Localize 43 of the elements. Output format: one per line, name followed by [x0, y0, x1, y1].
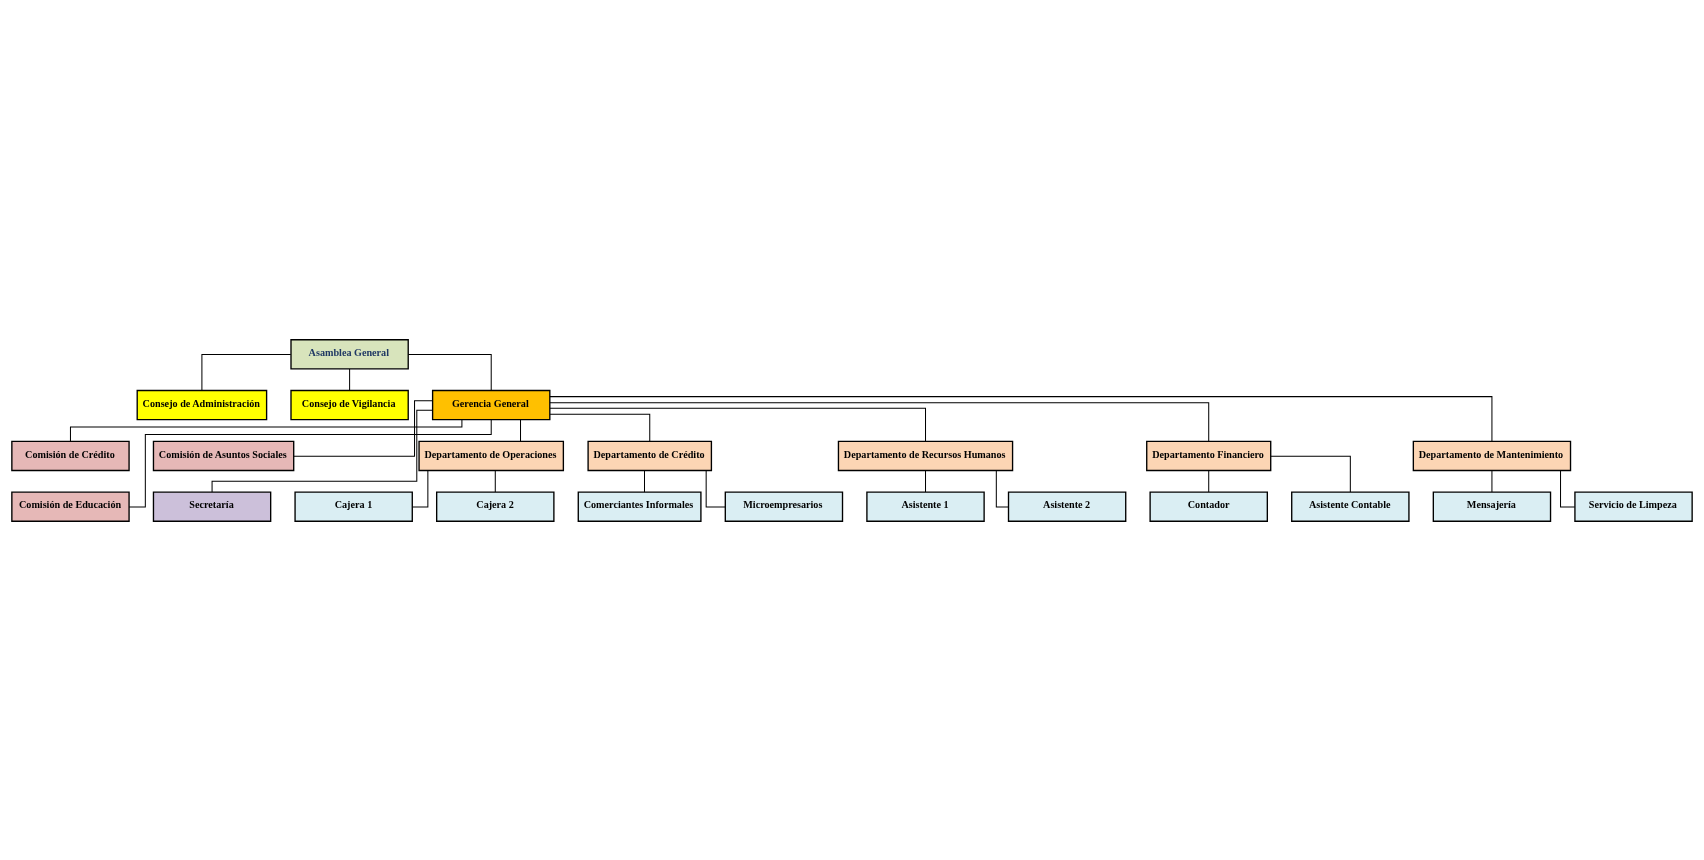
node-box: Departamento Financiero	[1146, 440, 1272, 471]
node-box: Cajera 2	[436, 491, 555, 522]
node-box: Servicio de Limpeza	[1574, 491, 1693, 522]
node-box: Cajera 1	[294, 491, 413, 522]
connector	[925, 469, 926, 493]
connector	[549, 413, 651, 442]
node-box: Comisión de Asuntos Sociales	[152, 440, 295, 471]
connector	[1270, 455, 1351, 493]
node-box: Contador	[1149, 491, 1268, 522]
connector	[201, 353, 292, 391]
node-box: Mensajería	[1432, 491, 1552, 522]
connector	[69, 418, 463, 442]
node-box: Comisión de Educación	[11, 491, 130, 522]
connector	[995, 469, 1009, 508]
node-box: Departamento de Mantenimiento	[1412, 440, 1572, 471]
connector	[128, 418, 492, 508]
node-box: Asistente 2	[1007, 491, 1127, 522]
connector	[293, 399, 434, 457]
node-box: Departamento de Operaciones	[418, 440, 565, 471]
node-box: Departamento de Crédito	[587, 440, 713, 471]
node-box: Gerencia General	[431, 389, 551, 420]
node-box: Departamento de Recursos Humanos	[837, 440, 1014, 471]
connector	[520, 418, 522, 442]
connector	[411, 469, 429, 508]
node-box: Consejo de Administración	[136, 389, 268, 420]
connector	[1491, 469, 1493, 493]
node-box: Asamblea General	[290, 338, 409, 369]
connector	[644, 469, 645, 493]
connector	[1208, 469, 1210, 493]
connector	[549, 395, 1493, 442]
node-box: Asistente Contable	[1291, 491, 1410, 522]
connector	[549, 401, 1210, 442]
node-box: Microempresarios	[724, 491, 844, 522]
connector	[349, 367, 351, 391]
node-box: Secretaría	[152, 491, 272, 522]
node-box: Comisión de Crédito	[11, 440, 130, 471]
connector	[549, 407, 926, 442]
connector	[211, 409, 434, 492]
connector	[494, 469, 496, 493]
connector	[407, 353, 492, 391]
node-box: Asistente 1	[866, 491, 985, 522]
node-box: Consejo de Vigilancia	[290, 389, 409, 420]
node-box: Comerciantes Informales	[577, 491, 702, 522]
